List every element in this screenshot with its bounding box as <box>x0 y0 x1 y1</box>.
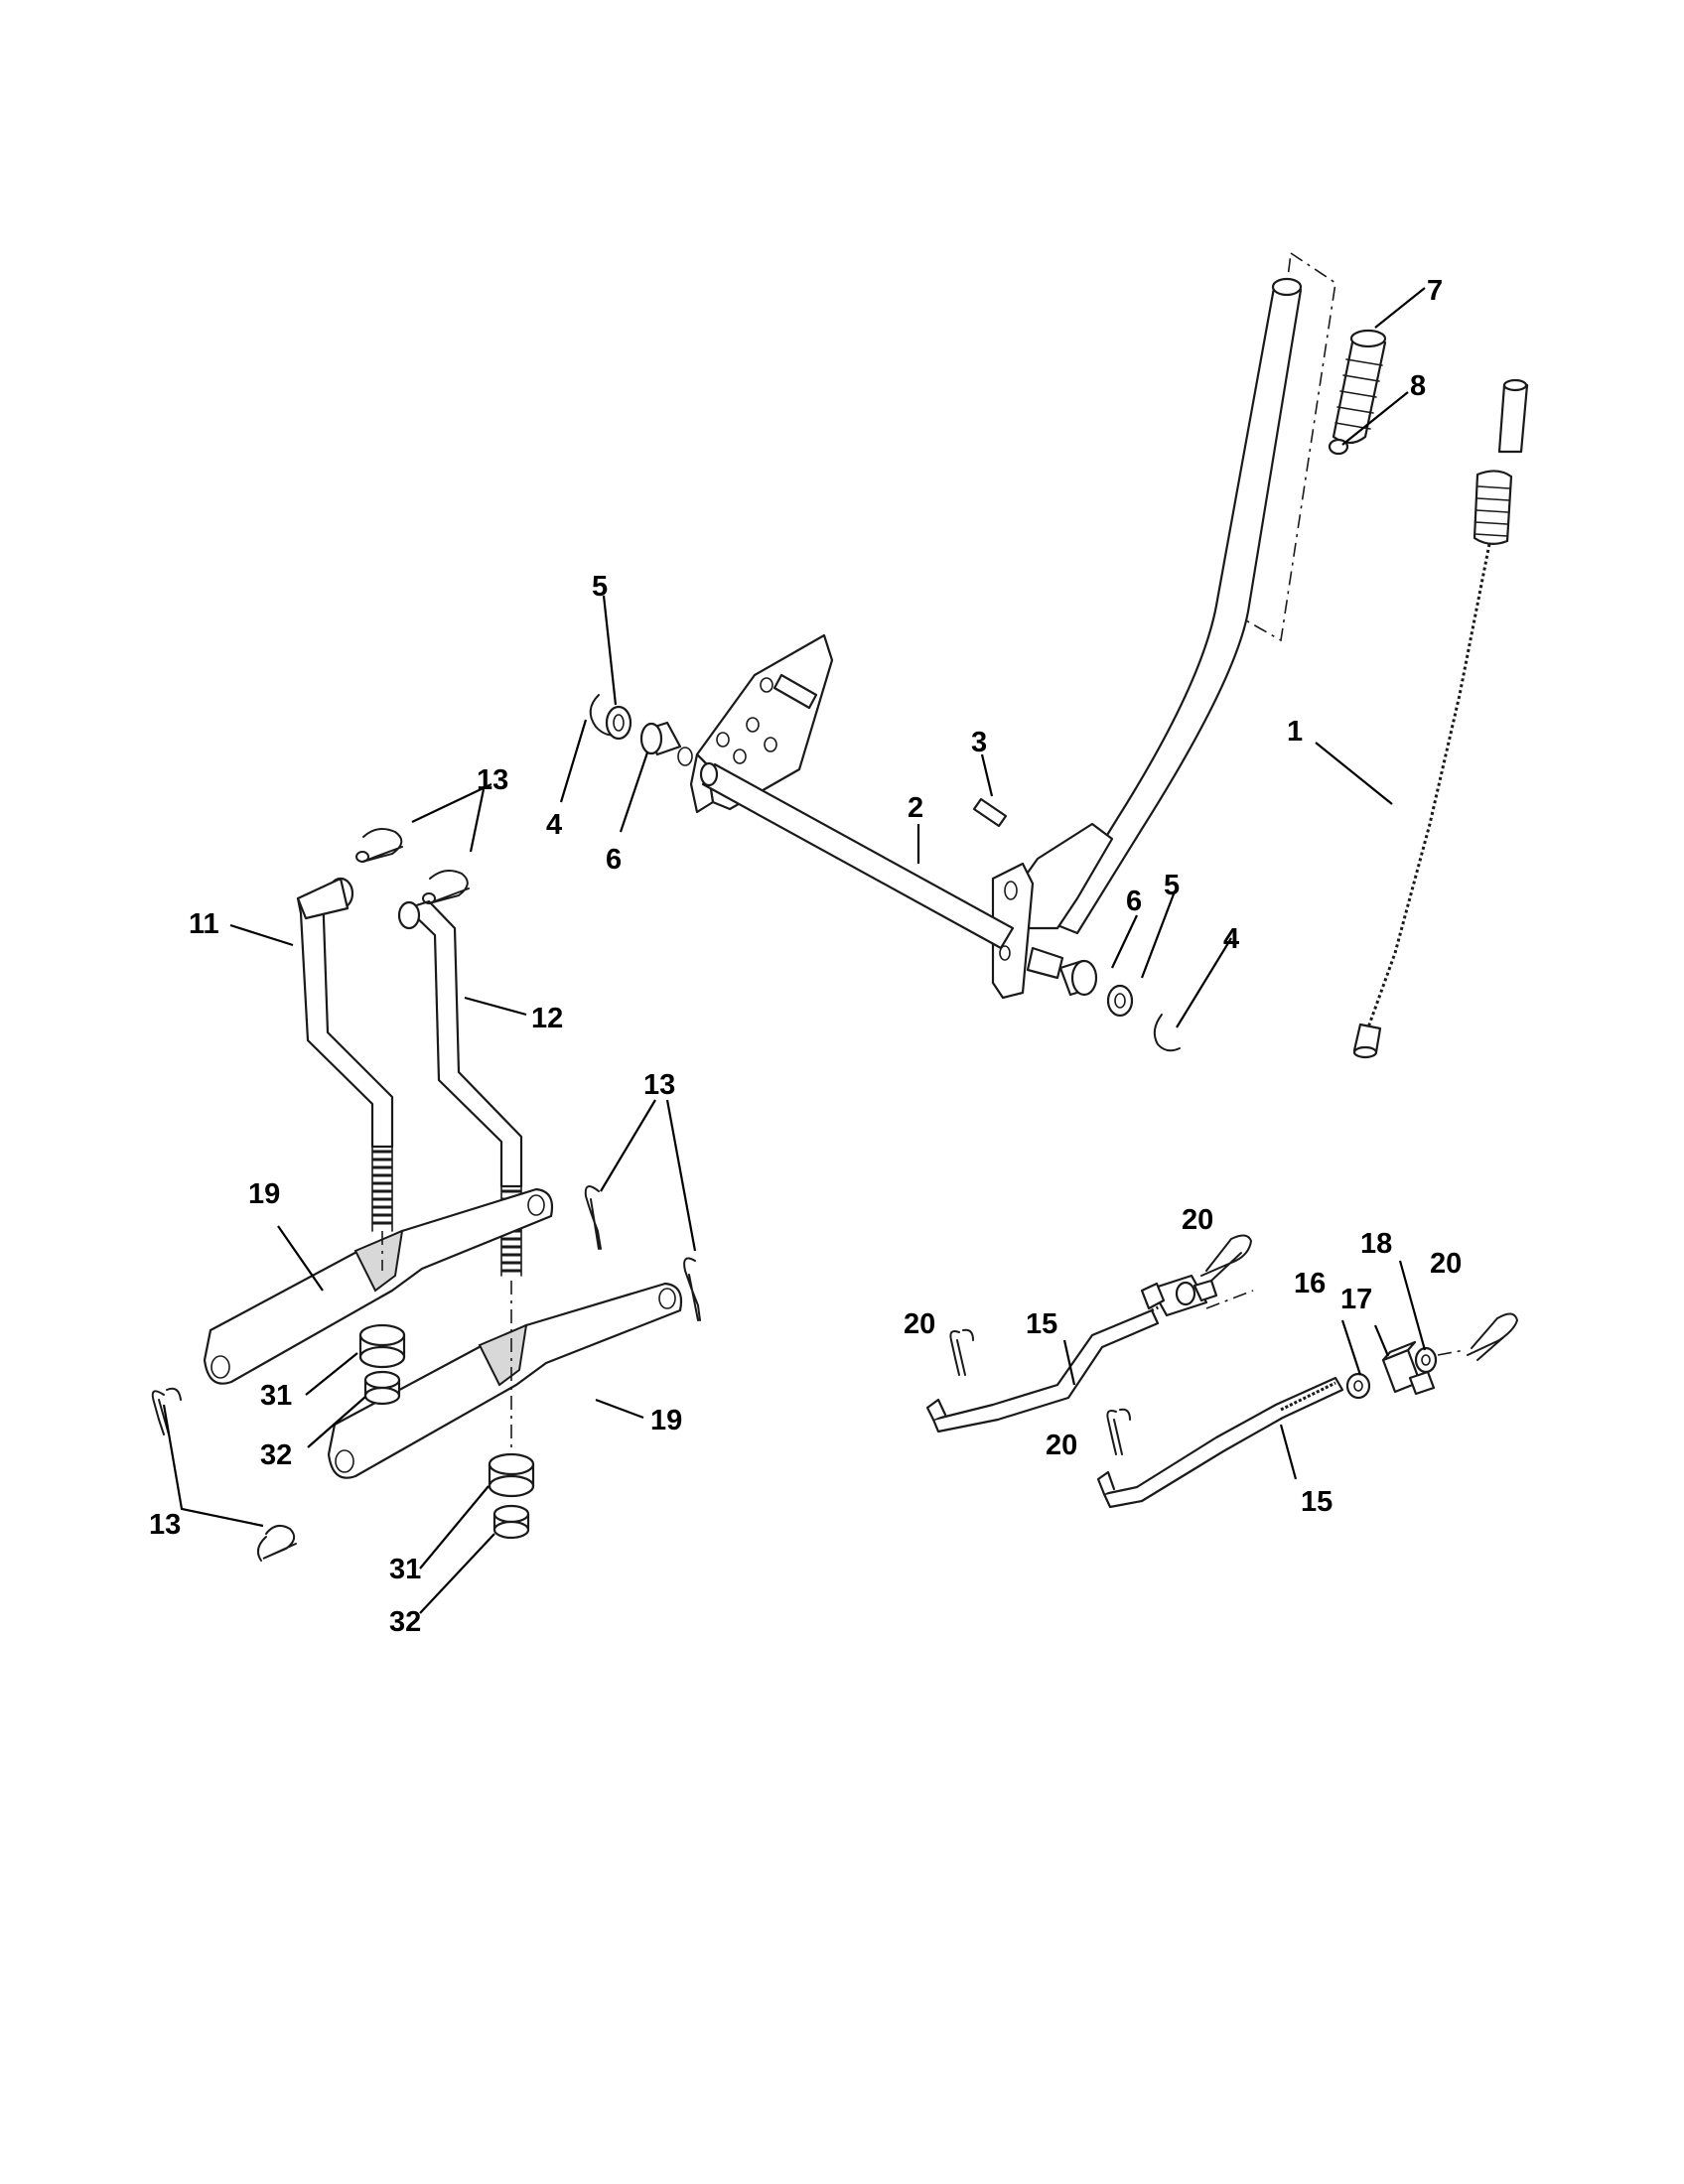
callout-11: 11 <box>189 908 219 940</box>
callout-12: 12 <box>531 1003 563 1034</box>
callout-8: 8 <box>1410 370 1426 402</box>
washer-right <box>1106 984 1134 1018</box>
roll-pin <box>972 797 1008 828</box>
clip-right <box>1153 1014 1181 1052</box>
hairpin-clip-13-f <box>256 1524 297 1562</box>
nut-lower <box>492 1504 530 1540</box>
hairpin-clip-20-a <box>1200 1234 1253 1282</box>
leader-lines <box>162 287 1427 1614</box>
callout-32: 32 <box>260 1439 292 1471</box>
callout-32: 32 <box>389 1606 421 1638</box>
callout-16: 16 <box>1294 1268 1326 1299</box>
callout-20: 20 <box>1182 1204 1213 1236</box>
adjust-rod-lower <box>1096 1376 1344 1509</box>
callout-6: 6 <box>1126 886 1142 917</box>
callout-7: 7 <box>1427 275 1443 307</box>
callout-20: 20 <box>1430 1248 1462 1280</box>
callout-13: 13 <box>643 1069 675 1101</box>
hairpin-clip-13-c <box>584 1185 602 1250</box>
handle-grip <box>1332 329 1387 445</box>
jam-nut <box>1345 1372 1371 1400</box>
callout-17: 17 <box>1340 1284 1372 1315</box>
callout-13: 13 <box>149 1509 181 1541</box>
callout-13: 13 <box>477 764 508 796</box>
bushing-right <box>1058 959 1098 997</box>
lift-handle <box>991 251 1336 1000</box>
hairpin-clip-13-a <box>355 827 403 863</box>
callout-18: 18 <box>1360 1228 1392 1260</box>
lift-link-upper <box>203 1187 554 1385</box>
callout-19: 19 <box>650 1405 682 1436</box>
cross-shaft <box>699 761 1064 980</box>
hairpin-clip-20-d <box>1106 1408 1131 1455</box>
callout-6: 6 <box>606 844 622 876</box>
lift-link-lower <box>327 1282 683 1479</box>
adjust-block-upper <box>1140 1274 1218 1317</box>
hairpin-clip-13-d <box>683 1257 701 1321</box>
callout-15: 15 <box>1301 1486 1333 1518</box>
lift-cable <box>1352 378 1529 1059</box>
hairpin-clip-20-b <box>949 1328 974 1376</box>
bushing-left <box>639 721 693 766</box>
centerline-block <box>1437 1349 1466 1356</box>
adjustment-block <box>1381 1340 1436 1396</box>
callout-3: 3 <box>971 727 987 758</box>
centerline-nut <box>1205 1290 1254 1309</box>
callout-5: 5 <box>1164 870 1180 901</box>
callout-1: 1 <box>1287 716 1303 748</box>
washer-left <box>605 705 632 741</box>
callout-15: 15 <box>1026 1308 1057 1340</box>
callout-labels: 7 8 1 3 2 5 4 6 13 11 12 6 5 4 13 19 31 … <box>149 275 1462 1638</box>
nut-upper <box>363 1370 401 1406</box>
callout-19: 19 <box>248 1178 280 1210</box>
mount-plate <box>689 633 834 814</box>
callout-31: 31 <box>389 1554 421 1585</box>
callout-20: 20 <box>1046 1430 1077 1461</box>
spacer-lower <box>488 1452 535 1498</box>
callout-20: 20 <box>904 1308 935 1340</box>
hairpin-clip-20-c <box>1467 1312 1519 1361</box>
callout-2: 2 <box>908 792 923 824</box>
callout-5: 5 <box>592 571 608 603</box>
callout-31: 31 <box>260 1380 292 1412</box>
hex-nut <box>1414 1346 1438 1374</box>
lift-rod-left <box>296 877 394 1232</box>
callout-4: 4 <box>1223 923 1239 955</box>
callout-4: 4 <box>546 809 562 841</box>
spacer-upper <box>358 1323 406 1369</box>
adjust-rod-upper <box>925 1297 1178 1433</box>
hairpin-clip-13-b <box>422 869 470 904</box>
